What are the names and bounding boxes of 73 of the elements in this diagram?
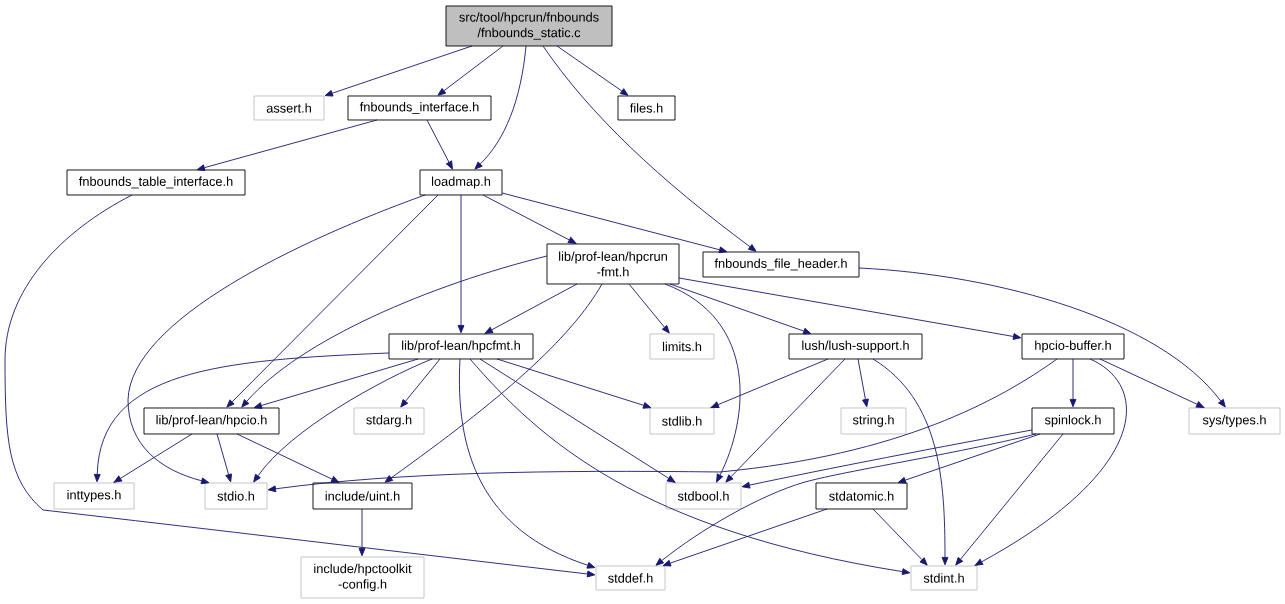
file-box: lib/prof-lean/hpcfmt.h	[388, 333, 534, 360]
file-box: stdarg.h	[353, 407, 425, 435]
arrow	[669, 283, 812, 335]
arrow	[216, 433, 232, 483]
arrow	[479, 358, 676, 483]
arrow	[458, 358, 596, 569]
arrow	[628, 283, 670, 334]
arrow	[241, 255, 548, 408]
file-box: lib/prof-lean/hpcrun -fmt.h	[546, 243, 680, 285]
arrow	[710, 358, 829, 408]
arrow	[253, 358, 433, 483]
file-box: fnbounds_file_header.h	[702, 251, 860, 278]
file-box: limits.h	[649, 333, 715, 360]
arrow	[253, 358, 419, 409]
arrow	[955, 433, 1064, 566]
arrow	[556, 45, 629, 96]
arrow	[127, 194, 426, 485]
arrow	[664, 283, 741, 483]
arrow	[457, 194, 465, 334]
arrow	[662, 508, 828, 567]
file-box: stdio.h	[204, 482, 268, 510]
arrow	[474, 45, 527, 170]
arrow	[974, 358, 1127, 566]
arrow	[725, 358, 846, 483]
arrow	[437, 45, 504, 96]
file-box: fnbounds_interface.h	[347, 95, 492, 121]
arrow	[872, 508, 928, 566]
arrow	[93, 352, 390, 483]
arrow	[1069, 358, 1077, 408]
arrow	[358, 508, 366, 557]
file-box: hpcio-buffer.h	[1021, 333, 1125, 360]
arrow	[236, 433, 340, 483]
arrow	[482, 194, 577, 244]
arrow	[226, 194, 439, 408]
file-box: stdint.h	[910, 565, 978, 591]
arrow	[655, 433, 1037, 566]
file-box: sys/types.h	[1188, 407, 1281, 435]
file-box: stdlib.h	[649, 407, 715, 435]
file-box: stddef.h	[595, 565, 666, 591]
arrow	[496, 358, 652, 409]
file-box: lush/lush-support.h	[788, 333, 923, 360]
arrow	[857, 358, 869, 408]
arrow	[324, 45, 473, 97]
arrow	[542, 45, 757, 252]
arrow	[484, 283, 578, 334]
file-box: stdbool.h	[665, 482, 742, 510]
file-box: spinlock.h	[1031, 407, 1115, 435]
arrow	[469, 358, 911, 575]
arrow	[400, 358, 441, 408]
arrow	[4, 194, 596, 578]
file-box: string.h	[840, 407, 907, 435]
arrow	[196, 119, 378, 171]
arrow	[872, 358, 949, 566]
file-box: src/tool/hpcrun/fnbounds /fnbounds_static.c	[445, 5, 613, 47]
arrow	[678, 277, 1022, 340]
arrow	[267, 358, 1058, 493]
file-box: files.h	[617, 95, 676, 121]
arrow	[501, 192, 728, 254]
file-box: fnbounds_table_interface.h	[66, 169, 246, 196]
file-box: lib/prof-lean/hpcio.h	[143, 407, 280, 435]
arrow	[741, 429, 1033, 489]
arrow	[384, 283, 603, 483]
arrow	[1099, 358, 1205, 408]
file-box: stdatomic.h	[815, 482, 908, 510]
arrow	[113, 433, 193, 483]
file-box: assert.h	[253, 95, 325, 121]
arrow	[426, 119, 453, 170]
arrow	[858, 267, 1226, 408]
arrow	[897, 433, 1041, 484]
file-box: inttypes.h	[53, 482, 135, 510]
file-box: include/hpctoolkit -config.h	[300, 556, 425, 599]
file-box: include/uint.h	[312, 482, 413, 510]
file-box: loadmap.h	[419, 169, 503, 196]
